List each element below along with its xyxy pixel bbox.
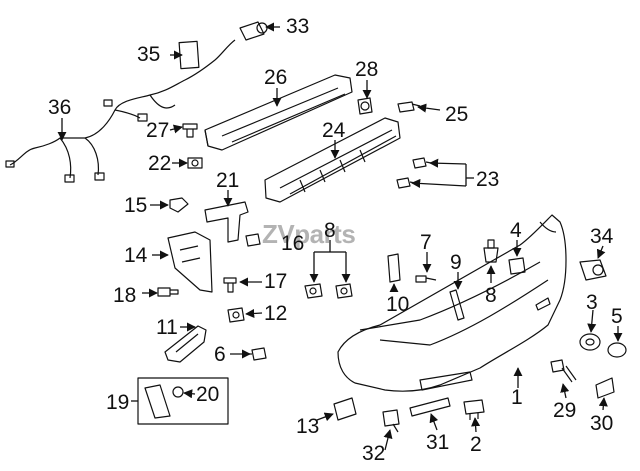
callout-5: 5	[611, 305, 623, 328]
nut-12	[227, 307, 245, 323]
side-bracket-14	[167, 231, 213, 293]
callout-3: 3	[586, 291, 598, 314]
wiring-harness	[5, 39, 236, 183]
callout-23: 23	[476, 168, 500, 191]
callout-15: 15	[124, 194, 148, 217]
callout-33: 33	[286, 15, 310, 38]
callout-8a: 8	[324, 219, 336, 242]
nut-32	[382, 409, 400, 433]
callout-6: 6	[214, 343, 226, 366]
retainer-28	[357, 97, 373, 115]
callout-10: 10	[386, 293, 410, 316]
cap-5	[607, 342, 627, 358]
bracket-11	[164, 325, 207, 363]
clip-25	[397, 101, 421, 113]
callout-24: 24	[322, 119, 346, 142]
reflector-clip	[172, 386, 184, 398]
callout-28: 28	[355, 58, 379, 81]
callout-7: 7	[420, 231, 432, 254]
clip-8c	[483, 239, 499, 263]
bolt-27	[182, 123, 198, 138]
callout-22: 22	[148, 152, 172, 175]
watermark: ZVparts	[262, 219, 356, 249]
screw-17	[223, 277, 237, 293]
part-16	[245, 233, 261, 247]
trim-strip-31	[409, 397, 451, 417]
callout-17: 17	[264, 270, 288, 293]
callout-19: 19	[106, 391, 130, 414]
bracket-21	[204, 201, 249, 243]
callout-20: 20	[196, 383, 220, 406]
bracket-10	[387, 253, 401, 283]
callout-25: 25	[445, 103, 469, 126]
clip-4	[508, 257, 526, 275]
callout-21: 21	[216, 169, 240, 192]
sensor-3	[579, 333, 601, 351]
callout-9: 9	[450, 251, 462, 274]
screw-7	[415, 275, 437, 283]
callout-18: 18	[113, 284, 137, 307]
nut-22	[187, 157, 203, 169]
callout-14: 14	[124, 244, 148, 267]
bolt-18	[157, 287, 179, 297]
callout-16: 16	[281, 232, 305, 255]
callout-13: 13	[296, 415, 320, 438]
callout-12: 12	[264, 302, 288, 325]
sensor-housing-34	[579, 259, 607, 281]
bolt-29	[550, 359, 577, 383]
callout-26: 26	[264, 66, 288, 89]
callout-35: 35	[137, 43, 161, 66]
plate-30	[595, 377, 615, 399]
callout-4: 4	[510, 219, 522, 242]
callout-8b: 8	[485, 284, 497, 307]
bumper-reinforcement	[204, 74, 353, 151]
callout-1: 1	[511, 386, 523, 409]
reflector	[144, 384, 171, 419]
clip-15	[169, 197, 189, 213]
callout-27: 27	[146, 119, 170, 142]
energy-absorber	[264, 117, 401, 203]
callout-11: 11	[156, 316, 178, 339]
clip-8b	[335, 283, 353, 299]
plate-13	[333, 397, 357, 421]
rear-bumper-cover	[337, 214, 567, 392]
strip-9	[449, 289, 465, 321]
clip-2	[463, 399, 485, 420]
callout-31: 31	[426, 431, 450, 454]
callout-32: 32	[362, 442, 386, 465]
clip-8a	[304, 283, 323, 299]
harness-tag	[178, 40, 200, 70]
parking-sensor	[239, 21, 268, 41]
callout-34: 34	[590, 225, 614, 248]
callout-29: 29	[553, 399, 577, 422]
callout-30: 30	[590, 412, 614, 435]
callout-36: 36	[48, 96, 72, 119]
callout-2: 2	[470, 433, 482, 456]
